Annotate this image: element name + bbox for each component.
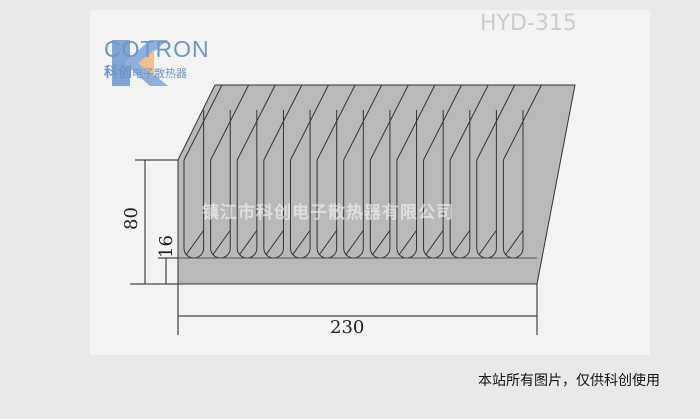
heatsink-body xyxy=(177,84,576,285)
logo-name-en: COTRON xyxy=(104,36,210,62)
fin-shadow-line xyxy=(265,230,284,256)
stamp-text: HYD-315 xyxy=(480,11,577,36)
cotron-logo-icon xyxy=(112,40,168,86)
logo-subtitle: 电子散热器 xyxy=(132,67,187,80)
watermark: 镇江市科创电子散热器有限公司 xyxy=(202,203,454,223)
base-dimension: 16 xyxy=(156,235,177,258)
caption: 本站所有图片，仅供科创使用 xyxy=(478,373,660,389)
height-dimension: 80 xyxy=(121,207,142,230)
fin-shadow-line xyxy=(212,230,231,256)
fin-shadow-line xyxy=(398,230,417,256)
fin-shadow-line xyxy=(451,230,471,256)
logo-cn-brand: 科创 xyxy=(104,65,132,81)
fin-shadow-line xyxy=(504,230,524,256)
dimension-lines xyxy=(130,159,538,335)
fin-shadow-line xyxy=(371,230,391,256)
fin-shadow-line xyxy=(345,230,364,256)
fin-shadow-line xyxy=(478,230,497,256)
logo-name-cn: 科创电子散热器 xyxy=(104,62,187,82)
fin-shadow-line xyxy=(318,230,338,256)
fin-shadow-line xyxy=(292,230,311,256)
fin-shadow-line xyxy=(238,230,258,256)
width-dimension: 230 xyxy=(330,317,364,338)
fin-shadow-line xyxy=(425,230,444,256)
fin-shadow-line xyxy=(185,230,205,256)
